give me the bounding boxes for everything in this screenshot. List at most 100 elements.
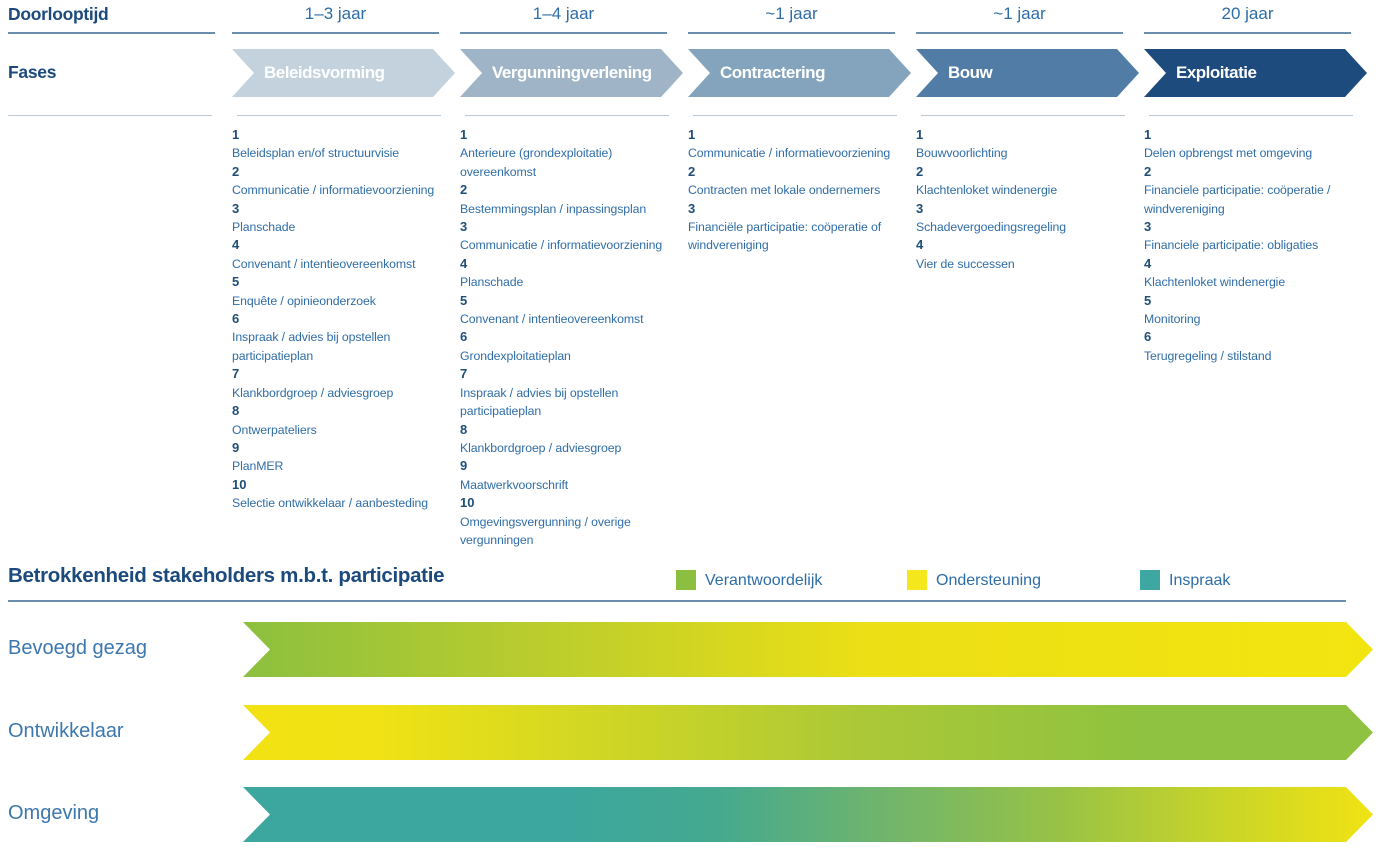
item-text: Delen opbrengst met omgeving	[1144, 146, 1313, 161]
item-text: Klankbordgroep / adviesgroep	[460, 440, 622, 455]
doorlooptijd-underline	[8, 32, 215, 34]
item-number: 6	[232, 311, 240, 327]
item-number: 5	[1144, 292, 1152, 308]
item-number: 1	[460, 127, 468, 142]
item-text: Vier de successen	[916, 256, 1015, 271]
phase-underline-bouw	[921, 115, 1125, 116]
item-text: Anterieure (grondexploitatie) overeenkom…	[460, 146, 613, 179]
stakeholder-label-ontwikkelaar: Ontwikkelaar	[8, 720, 124, 742]
legend-swatch-ondersteuning	[907, 570, 927, 590]
item-text: Terugregeling / stilstand	[1144, 348, 1272, 363]
stakeholder-label-omgeving: Omgeving	[8, 802, 100, 824]
duration-label-beleidsvorming: 1–3 jaar	[304, 4, 367, 23]
item-text: Financiele participatie: coöperatie / wi…	[1144, 183, 1331, 216]
phase-chevron-vergunningverlening	[460, 49, 683, 97]
stakeholders-heading: Betrokkenheid stakeholders m.b.t. partic…	[8, 564, 445, 587]
item-number: 3	[688, 200, 696, 216]
item-text: Convenant / intentieovereenkomst	[232, 256, 416, 271]
legend-label-verantwoordelijk: Verantwoordelijk	[705, 572, 823, 589]
item-text: Inspraak / advies bij opstellen particip…	[460, 385, 619, 419]
item-number: 10	[460, 495, 475, 511]
stakeholder-label-bevoegd-gezag: Bevoegd gezag	[8, 637, 148, 659]
fases-underline	[8, 115, 212, 116]
item-text: Financiële participatie: coöperatie of w…	[688, 220, 882, 253]
item-number: 5	[460, 292, 468, 308]
item-text: Financiele participatie: obligaties	[1144, 238, 1319, 253]
item-number: 4	[1144, 255, 1152, 271]
duration-underline-beleidsvorming	[232, 32, 439, 34]
item-text: Schadevergoedingsregeling	[916, 220, 1066, 235]
legend-label-inspraak: Inspraak	[1169, 572, 1231, 589]
fases-label: Fases	[8, 62, 57, 82]
item-number: 2	[232, 163, 240, 179]
item-number: 3	[232, 200, 240, 216]
legend-swatch-verantwoordelijk	[676, 570, 696, 590]
item-number: 9	[232, 439, 240, 455]
item-text: Contracten met lokale ondernemers	[688, 183, 881, 198]
item-text: Enquête / opinieonderzoek	[232, 293, 376, 308]
legend-swatch-inspraak	[1140, 570, 1160, 590]
item-number: 4	[460, 255, 468, 271]
duration-underline-vergunningverlening	[460, 32, 667, 34]
item-text: Communicatie / informatievoorziening	[232, 183, 435, 198]
duration-underline-bouw	[916, 32, 1123, 34]
phase-underline-contractering	[693, 115, 897, 116]
item-number: 8	[460, 421, 468, 437]
item-text: Bestemmingsplan / inpassingsplan	[460, 201, 647, 216]
duration-underline-contractering	[688, 32, 895, 34]
item-text: Maatwerkvoorschrift	[460, 477, 569, 492]
duration-label-bouw: ~1 jaar	[993, 4, 1046, 23]
item-number: 10	[232, 476, 247, 492]
item-text: PlanMER	[232, 459, 284, 474]
item-text: Planschade	[232, 220, 296, 235]
item-text: Selectie ontwikkelaar / aanbesteding	[232, 496, 429, 511]
duration-label-contractering: ~1 jaar	[765, 4, 818, 23]
item-number: 8	[232, 403, 240, 419]
phase-label-bouw: Bouw	[948, 63, 993, 82]
phase-chevron-contractering	[688, 49, 911, 97]
stakeholder-arrow-omgeving	[243, 787, 1373, 842]
item-number: 2	[688, 163, 696, 179]
item-number: 9	[460, 458, 468, 474]
item-number: 3	[460, 219, 468, 235]
phase-underline-beleidsvorming	[237, 115, 441, 116]
phase-label-vergunningverlening: Vergunningverlening	[492, 63, 652, 82]
item-number: 4	[232, 237, 240, 253]
phase-underline-vergunningverlening	[465, 115, 669, 116]
item-text: Inspraak / advies bij opstellen particip…	[232, 330, 391, 363]
item-text: Planschade	[460, 275, 524, 290]
doorlooptijd-label: Doorlooptijd	[8, 4, 109, 24]
phase-underline-exploitatie	[1149, 115, 1353, 116]
item-number: 7	[232, 366, 240, 382]
legend-label-ondersteuning: Ondersteuning	[936, 572, 1041, 589]
item-number: 2	[1144, 163, 1152, 179]
stakeholder-arrow-bevoegd-gezag	[243, 622, 1373, 677]
duration-label-exploitatie: 20 jaar	[1221, 4, 1274, 23]
duration-underline-exploitatie	[1144, 32, 1351, 34]
duration-label-vergunningverlening: 1–4 jaar	[532, 4, 595, 23]
item-number: 1	[688, 127, 696, 142]
item-number: 6	[460, 329, 468, 345]
phase-chevron-bouw	[916, 49, 1139, 97]
item-text: Grondexploitatieplan	[460, 348, 571, 363]
item-number: 1	[232, 127, 240, 142]
item-text: Monitoring	[1144, 312, 1201, 327]
item-number: 1	[916, 127, 924, 142]
phase-chevron-exploitatie	[1144, 49, 1367, 97]
item-text: Beleidsplan en/of structuurvisie	[232, 146, 399, 161]
stakeholders-underline	[8, 600, 1346, 602]
item-text: Communicatie / informatievoorziening	[688, 146, 891, 161]
item-number: 6	[1144, 329, 1152, 345]
item-text: Klankbordgroep / adviesgroep	[232, 385, 394, 400]
item-text: Convenant / intentieovereenkomst	[460, 312, 644, 327]
item-number: 3	[1144, 219, 1152, 235]
item-number: 5	[232, 274, 240, 290]
item-number: 2	[916, 163, 924, 179]
item-number: 7	[460, 366, 468, 382]
